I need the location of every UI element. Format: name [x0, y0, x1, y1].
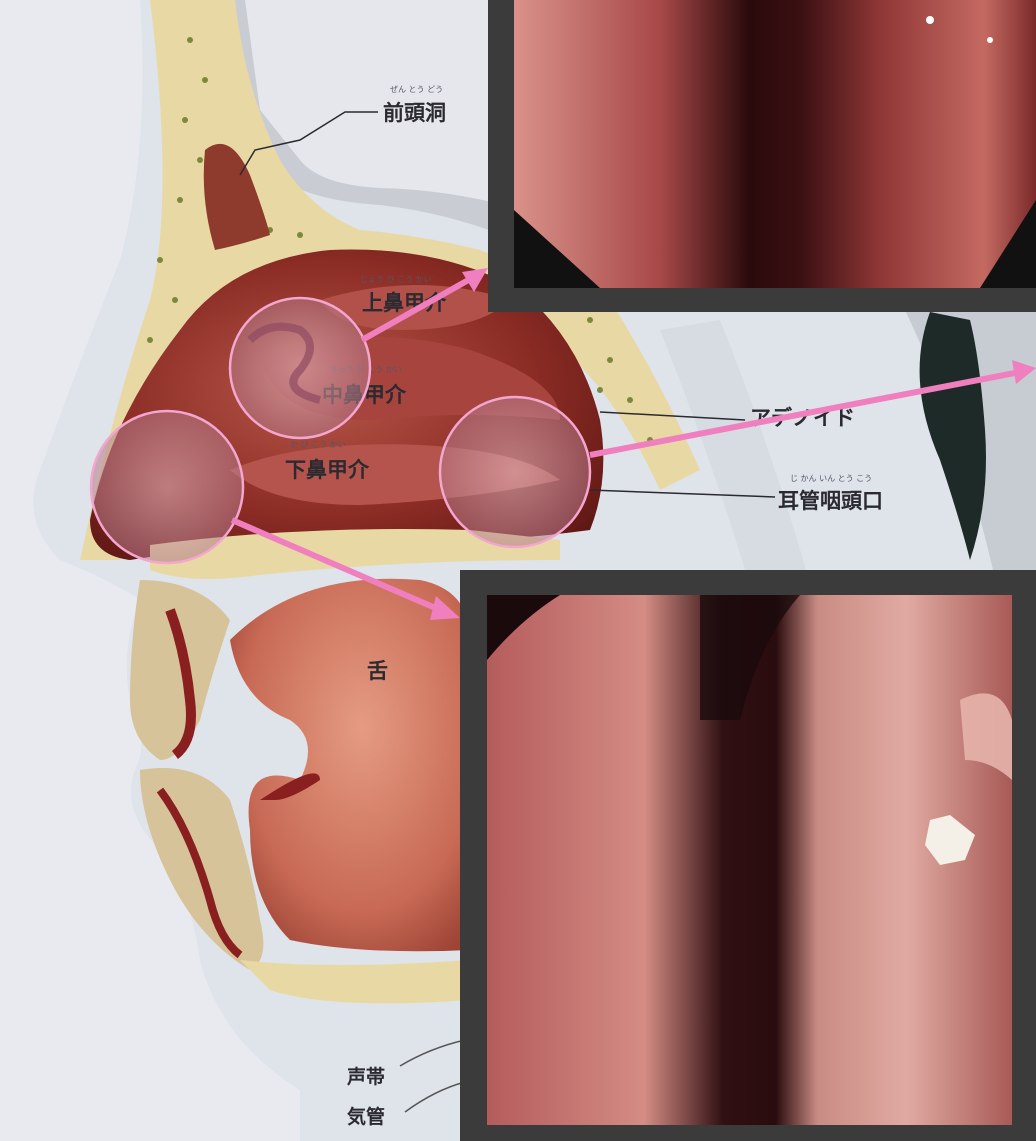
- endoscope-photo-bottom: [460, 570, 1036, 1141]
- label-eustachian-opening: 耳管咽頭口: [778, 489, 883, 513]
- svg-text:ぜん とう どう: ぜん とう どう: [390, 85, 443, 94]
- svg-text:か び こう かい: か び こう かい: [290, 440, 346, 449]
- label-frontal-sinus: 前頭洞: [383, 101, 446, 125]
- svg-text:じょう び こう かい: じょう び こう かい: [360, 275, 432, 284]
- label-trachea: 気管: [347, 1105, 385, 1128]
- label-superior-turbinate: 上鼻甲介: [362, 291, 447, 315]
- endoscope-photo-top: [488, 0, 1036, 296]
- label-vocal-cords: 声帯: [346, 1065, 385, 1088]
- label-tongue: 舌: [367, 659, 388, 683]
- label-inferior-turbinate: 下鼻甲介: [285, 458, 370, 482]
- svg-text:じ かん いん とう こう: じ かん いん とう こう: [790, 474, 872, 483]
